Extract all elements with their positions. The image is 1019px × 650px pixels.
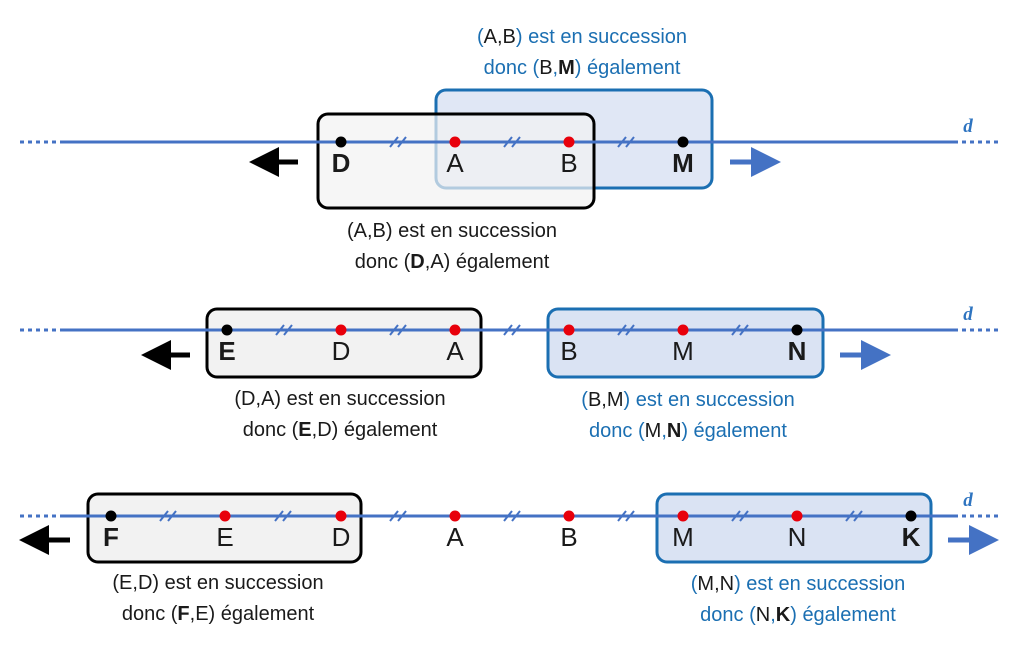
- point-label-M: M: [672, 336, 694, 366]
- equal-tick: [159, 510, 169, 522]
- point-label-D: D: [332, 148, 351, 178]
- point-M: [677, 136, 689, 148]
- caption-row3-black: (E,D) est en succession donc (F,E) égale…: [88, 568, 348, 630]
- equal-tick: [731, 324, 741, 336]
- point-A: [449, 324, 461, 336]
- caption-row3-black-line1: (E,D) est en succession: [112, 572, 324, 594]
- equal-tick: [503, 324, 513, 336]
- point-label-B: B: [560, 148, 577, 178]
- black-box-row3: [86, 492, 363, 564]
- point-M: [677, 510, 689, 522]
- caption-row3-blue: (M,N) est en succession donc (N,K) égale…: [668, 569, 928, 631]
- equal-tick: [167, 510, 177, 522]
- point-N: [791, 510, 803, 522]
- equal-tick: [282, 510, 292, 522]
- equal-tick: [389, 136, 399, 148]
- point-label-B: B: [560, 336, 577, 366]
- point-E: [221, 324, 233, 336]
- equal-tick: [625, 136, 635, 148]
- caption-row1-blue: (A,B) est en succession donc (B,M) égale…: [452, 22, 712, 84]
- black-box-row2: [205, 307, 483, 379]
- equal-tick: [625, 510, 635, 522]
- equal-tick: [389, 324, 399, 336]
- equal-tick: [625, 324, 635, 336]
- caption-row3-blue-line1: (M,N) est en succession: [690, 573, 906, 595]
- equal-tick: [275, 324, 285, 336]
- point-B: [563, 324, 575, 336]
- equal-tick: [853, 510, 863, 522]
- caption-row1-black-line1: (A,B) est en succession: [346, 220, 558, 242]
- point-D: [335, 510, 347, 522]
- equal-tick: [274, 510, 284, 522]
- point-D: [335, 324, 347, 336]
- blue-box-row2: [546, 307, 825, 379]
- point-E: [219, 510, 231, 522]
- point-label-A: A: [446, 336, 464, 366]
- point-label-A: A: [446, 522, 464, 552]
- point-K: [905, 510, 917, 522]
- caption-row2-black-line2: donc (E,D) également: [242, 419, 438, 441]
- equal-tick: [845, 510, 855, 522]
- point-N: [791, 324, 803, 336]
- equal-tick: [617, 510, 627, 522]
- equal-tick: [739, 324, 749, 336]
- equal-tick: [503, 510, 513, 522]
- point-label-D: D: [332, 336, 351, 366]
- equal-tick: [397, 324, 407, 336]
- point-label-B: B: [560, 522, 577, 552]
- equal-tick: [511, 324, 521, 336]
- point-B: [563, 510, 575, 522]
- black-box-row1: [316, 112, 596, 210]
- point-label-F: F: [103, 522, 119, 552]
- caption-row1-black: (A,B) est en succession donc (D,A) égale…: [322, 216, 582, 278]
- equal-tick: [617, 136, 627, 148]
- equal-tick: [731, 510, 741, 522]
- equal-tick: [503, 136, 513, 148]
- point-label-M: M: [672, 148, 694, 178]
- equal-tick: [389, 510, 399, 522]
- line-label-d: d: [963, 304, 973, 325]
- caption-row2-black: (D,A) est en succession donc (E,D) égale…: [210, 384, 470, 446]
- caption-row1-black-line2: donc (D,A) également: [354, 251, 550, 273]
- caption-row2-black-line1: (D,A) est en succession: [234, 388, 446, 410]
- point-D: [335, 136, 347, 148]
- caption-row1-blue-line2: donc (B,M) également: [483, 57, 681, 79]
- point-M: [677, 324, 689, 336]
- caption-row3-blue-line2: donc (N,K) également: [700, 604, 896, 626]
- equal-tick: [739, 510, 749, 522]
- point-label-M: M: [672, 522, 694, 552]
- equal-tick: [511, 510, 521, 522]
- line-label-d: d: [963, 116, 973, 137]
- point-label-A: A: [446, 148, 464, 178]
- equal-tick: [397, 510, 407, 522]
- point-label-N: N: [788, 336, 807, 366]
- point-label-K: K: [902, 522, 921, 552]
- point-label-E: E: [218, 336, 235, 366]
- caption-row3-black-line2: donc (F,E) également: [121, 603, 315, 625]
- point-label-D: D: [332, 522, 351, 552]
- equal-tick: [511, 136, 521, 148]
- caption-row2-blue: (B,M) est en succession donc (M,N) égale…: [558, 385, 818, 447]
- point-F: [105, 510, 117, 522]
- point-A: [449, 136, 461, 148]
- equal-tick: [617, 324, 627, 336]
- caption-row1-blue-line1: (A,B) est en succession: [476, 26, 688, 48]
- blue-box-row3: [655, 492, 933, 564]
- caption-row2-blue-line1: (B,M) est en succession: [581, 389, 795, 411]
- caption-row2-blue-line2: donc (M,N) également: [589, 420, 787, 442]
- equal-tick: [397, 136, 407, 148]
- point-label-E: E: [216, 522, 233, 552]
- point-B: [563, 136, 575, 148]
- point-label-N: N: [788, 522, 807, 552]
- line-label-d: d: [963, 490, 973, 511]
- equal-tick: [283, 324, 293, 336]
- point-A: [449, 510, 461, 522]
